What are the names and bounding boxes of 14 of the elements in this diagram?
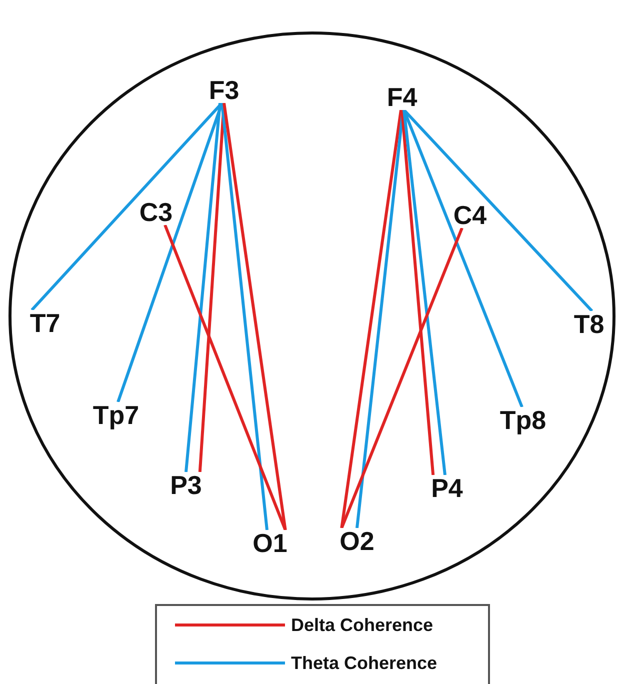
electrode-label: Tp8 bbox=[500, 407, 546, 433]
coherence-line bbox=[402, 109, 524, 408]
coherence-line bbox=[402, 110, 446, 476]
coherence-line bbox=[184, 102, 222, 472]
legend-text: Delta Coherence bbox=[291, 616, 434, 634]
coherence-line bbox=[222, 102, 287, 530]
electrode-label: Tp7 bbox=[92, 402, 140, 428]
coherence-line bbox=[164, 224, 287, 531]
coherence-line bbox=[340, 227, 464, 529]
coherence-line bbox=[220, 102, 268, 530]
coherence-line bbox=[340, 110, 402, 528]
coherence-line bbox=[400, 110, 435, 476]
coherence-line bbox=[402, 108, 594, 312]
legend-text: Theta Coherence bbox=[291, 654, 438, 672]
